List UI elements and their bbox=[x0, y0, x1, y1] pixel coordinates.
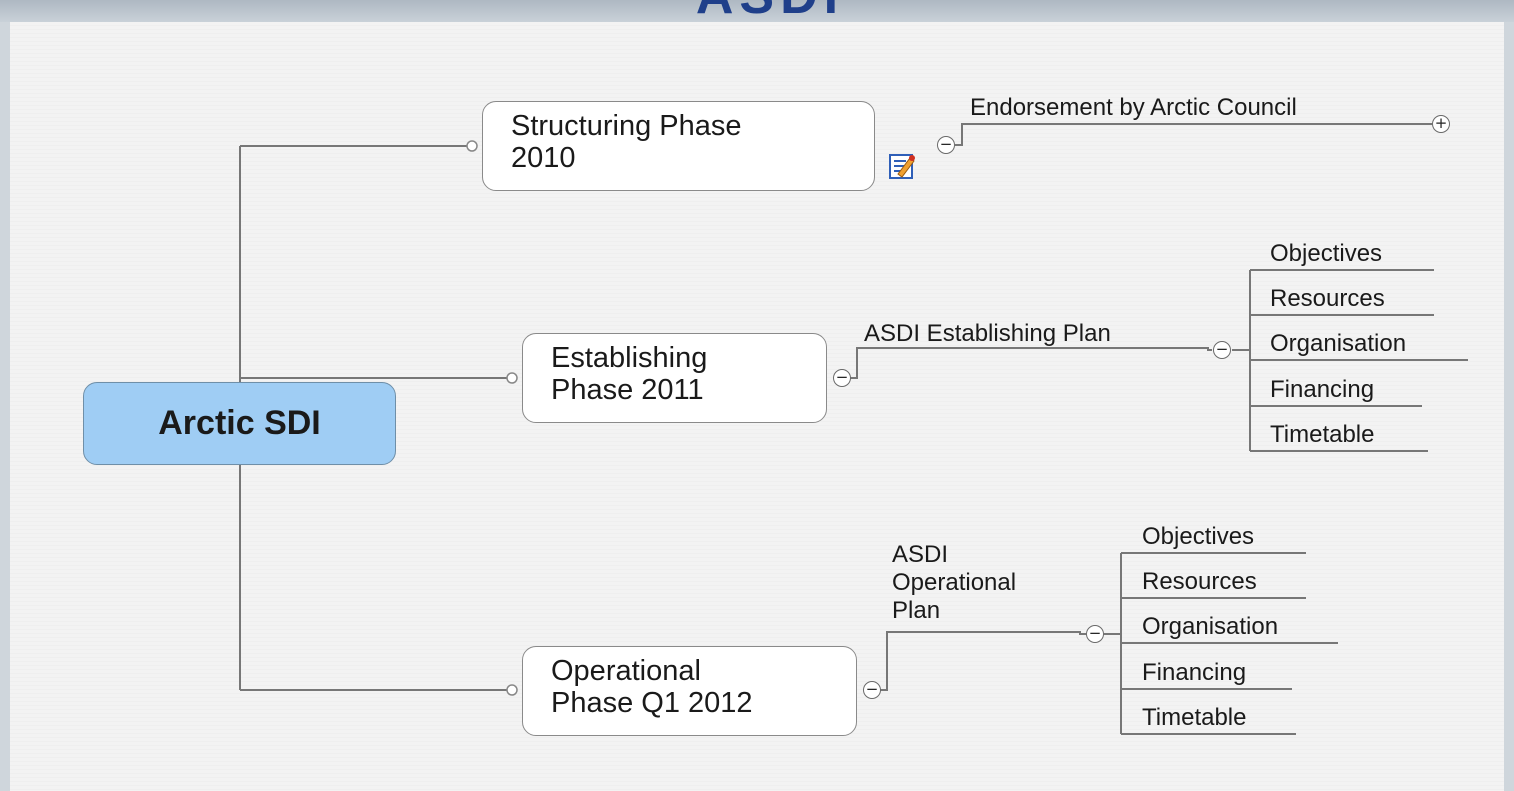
root-node-arctic-sdi[interactable]: Arctic SDI bbox=[83, 382, 396, 465]
connector-operational-plan bbox=[873, 631, 1086, 691]
right-edge bbox=[1504, 22, 1514, 791]
collapse-establishing-button[interactable]: − bbox=[833, 369, 851, 387]
establishing-item-timetable[interactable]: Timetable bbox=[1270, 421, 1375, 448]
collapse-operational-plan-button[interactable]: − bbox=[1086, 625, 1104, 643]
phase-node-establishing[interactable]: Establishing Phase 2011 bbox=[522, 333, 827, 423]
expand-endorsement-button[interactable]: + bbox=[1432, 115, 1450, 133]
phase-node-structuring[interactable]: Structuring Phase 2010 bbox=[482, 101, 875, 191]
operational-item-financing[interactable]: Financing bbox=[1142, 659, 1247, 686]
attach-dot-operational bbox=[506, 684, 518, 696]
operational-item-organisation[interactable]: Organisation bbox=[1142, 613, 1279, 640]
slide-title: ASDI bbox=[640, 0, 900, 26]
top-band bbox=[0, 0, 1514, 22]
establishing-item-financing[interactable]: Financing bbox=[1270, 376, 1375, 403]
operational-item-objectives[interactable]: Objectives bbox=[1142, 523, 1255, 550]
attach-dot-structuring bbox=[466, 140, 478, 152]
note-icon[interactable] bbox=[888, 152, 916, 180]
collapse-structuring-button[interactable]: − bbox=[937, 136, 955, 154]
phase-node-operational[interactable]: Operational Phase Q1 2012 bbox=[522, 646, 857, 736]
topic-asdi-operational-plan[interactable]: ASDI Operational Plan bbox=[892, 541, 1017, 624]
operational-item-resources[interactable]: Resources bbox=[1142, 568, 1257, 595]
establishing-item-organisation[interactable]: Organisation bbox=[1270, 330, 1407, 357]
connector-establishing-plan bbox=[843, 347, 1212, 379]
connector-endorsement bbox=[955, 123, 1432, 146]
operational-item-timetable[interactable]: Timetable bbox=[1142, 704, 1247, 731]
collapse-establishing-plan-button[interactable]: − bbox=[1213, 341, 1231, 359]
topic-asdi-establishing-plan[interactable]: ASDI Establishing Plan bbox=[864, 320, 1111, 347]
establishing-item-objectives[interactable]: Objectives bbox=[1270, 240, 1383, 267]
topic-endorsement[interactable]: Endorsement by Arctic Council bbox=[970, 94, 1297, 121]
attach-dot-establishing bbox=[506, 372, 518, 384]
collapse-operational-button[interactable]: − bbox=[863, 681, 881, 699]
establishing-item-resources[interactable]: Resources bbox=[1270, 285, 1385, 312]
